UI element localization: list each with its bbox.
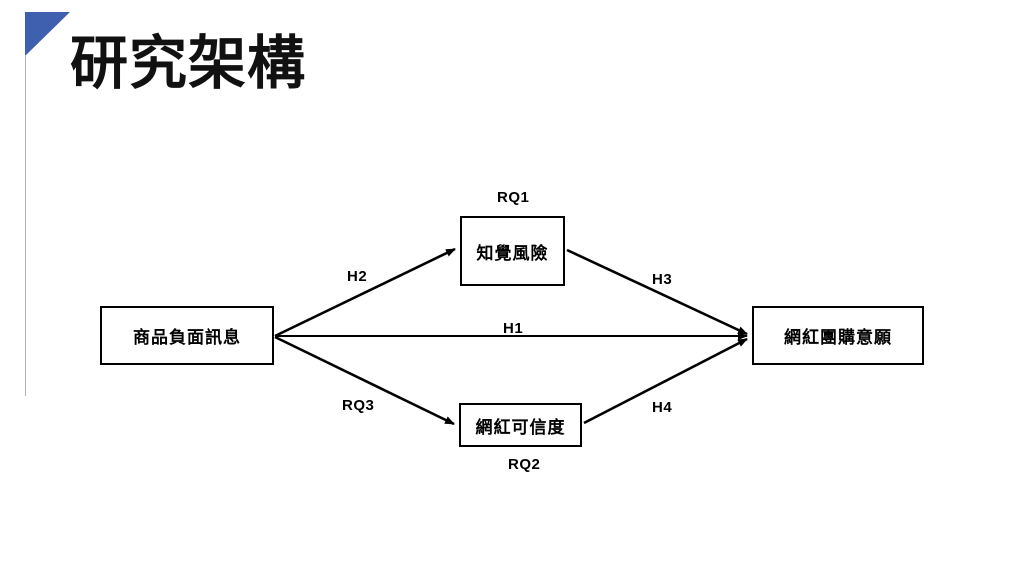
edge-h3-arrow [566, 248, 748, 336]
node-label: 知覺風險 [476, 243, 549, 263]
edge-label-h1: H1 [503, 320, 524, 337]
node-label: 網紅團購意願 [784, 328, 892, 347]
node-label: 商品負面訊息 [133, 328, 241, 347]
corner-triangle-decoration [25, 12, 70, 56]
node-product-negative-information[interactable]: 商品負面訊息 [100, 306, 274, 365]
node-group-buying-intention[interactable]: 網紅團購意願 [752, 306, 924, 365]
edge-label-h4: H4 [652, 399, 673, 416]
node-perceived-risk[interactable]: 知覺風險 [460, 216, 565, 286]
edge-label-rq3: RQ3 [342, 397, 375, 414]
annotation-rq1: RQ1 [497, 189, 530, 206]
edge-h4-arrow [583, 337, 748, 425]
edge-label-h3: H3 [652, 271, 673, 288]
node-influencer-credibility[interactable]: 網紅可信度 [459, 403, 582, 447]
edge-h2-arrow [274, 247, 456, 338]
node-label: 網紅可信度 [475, 417, 566, 437]
edge-label-h2: H2 [347, 268, 368, 285]
page-title: 研究架構 [70, 31, 307, 96]
left-vertical-rule [25, 56, 26, 396]
annotation-rq2: RQ2 [508, 456, 541, 473]
edge-rq3-arrow [274, 335, 455, 426]
